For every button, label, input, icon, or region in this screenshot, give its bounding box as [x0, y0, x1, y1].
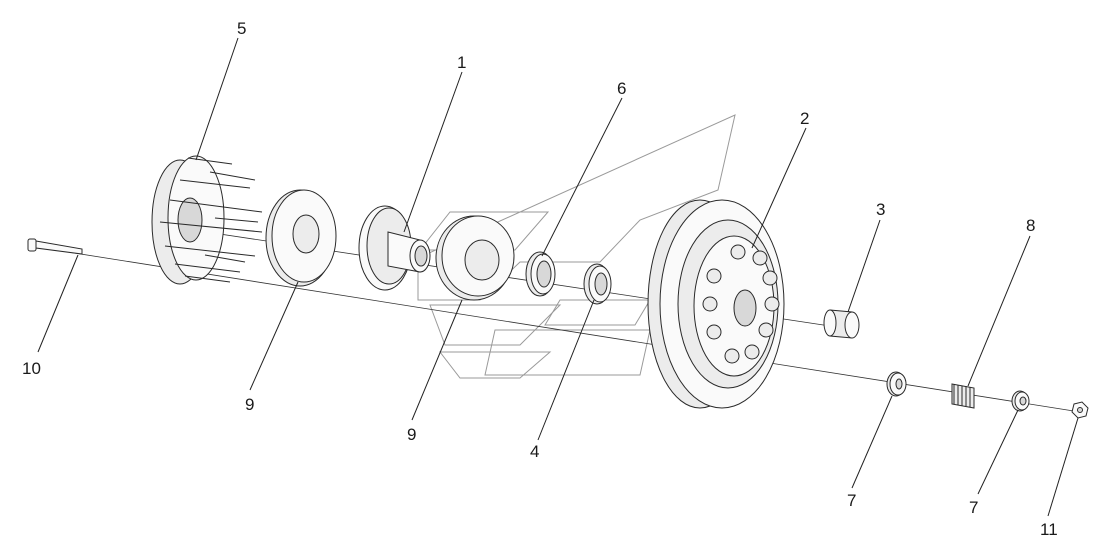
callout-6: 6 — [617, 79, 626, 98]
callout-9-right: 9 — [407, 425, 416, 444]
washer-part-7-left — [886, 371, 907, 397]
callout-10: 10 — [22, 359, 41, 378]
washer-part-7-right — [1011, 390, 1030, 412]
callout-2: 2 — [800, 109, 809, 128]
pin-hub-part-5 — [151, 155, 263, 285]
flanged-bushing-part-1 — [358, 205, 431, 291]
callout-4: 4 — [530, 442, 539, 461]
callout-7-left: 7 — [847, 491, 856, 510]
callout-1: 1 — [457, 53, 466, 72]
spring-part-8 — [951, 383, 975, 409]
bolt-part-10 — [27, 238, 83, 255]
leader-lines — [37, 37, 1079, 517]
ring-part-6 — [525, 251, 556, 297]
callout-9-left: 9 — [245, 395, 254, 414]
ring-part-4 — [583, 263, 612, 305]
pulley-bolt-circle — [702, 244, 780, 364]
callout-labels: 5 1 6 2 3 8 10 9 9 4 7 7 11 — [22, 19, 1058, 539]
callout-8: 8 — [1026, 216, 1035, 235]
callout-7-right: 7 — [969, 498, 978, 517]
callout-5: 5 — [237, 19, 246, 38]
nut-part-11 — [1071, 401, 1089, 419]
washer-part-9-right — [435, 215, 515, 301]
watermark-logo — [417, 114, 736, 379]
washer-part-9-left — [265, 189, 337, 287]
sleeve-part-3 — [823, 309, 860, 339]
pulley-part-2 — [647, 199, 785, 409]
callout-11: 11 — [1040, 520, 1058, 539]
callout-3: 3 — [876, 200, 885, 219]
